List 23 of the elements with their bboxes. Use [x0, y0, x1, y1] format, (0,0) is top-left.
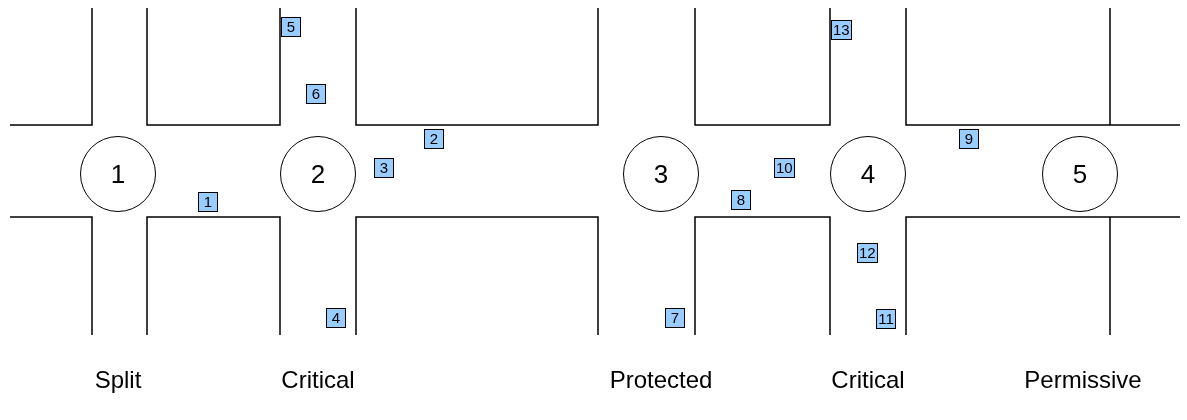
intersection-circle: 4: [830, 136, 906, 212]
callout-number: 6: [306, 84, 326, 104]
callout-number: 10: [774, 158, 795, 178]
intersection-type-label: Critical: [831, 366, 905, 394]
callout-number: 1: [198, 192, 218, 212]
callout-number: 12: [857, 243, 878, 263]
intersection-type-label: Split: [94, 366, 142, 394]
intersection-circle: 5: [1042, 136, 1118, 212]
callout-number: 8: [731, 190, 751, 210]
intersection-circle: 2: [280, 136, 356, 212]
callout-number: 11: [876, 309, 896, 329]
intersection-type-label: Critical: [281, 366, 355, 394]
callout-number: 2: [424, 129, 444, 149]
intersection-circle: 3: [623, 136, 699, 212]
callout-number: 4: [326, 308, 346, 328]
callout-number: 7: [665, 308, 685, 328]
callout-number: 9: [959, 129, 979, 149]
intersection-type-label: Permissive: [1024, 366, 1142, 394]
intersection-circle: 1: [80, 136, 156, 212]
callout-number: 3: [374, 158, 394, 178]
intersection-type-label: Protected: [609, 366, 713, 394]
callout-number: 13: [831, 20, 852, 40]
callout-number: 5: [281, 17, 301, 37]
